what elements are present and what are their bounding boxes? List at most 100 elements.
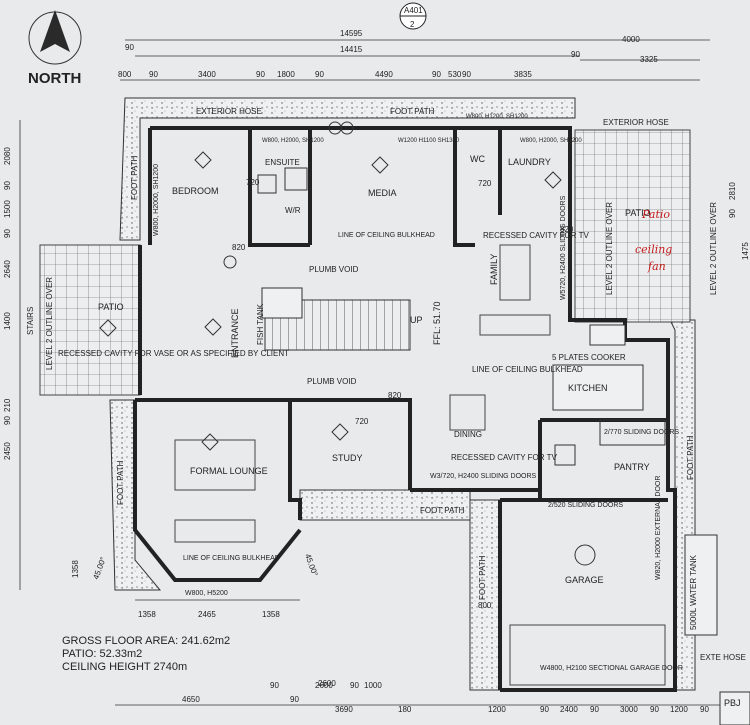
room-water-tank: 5000L WATER TANK	[689, 554, 698, 630]
foot-path-bottom	[299, 489, 471, 521]
dim-90g: 90	[125, 43, 134, 52]
dim-800-b: 800	[478, 601, 492, 610]
patio-marker-icon	[99, 319, 117, 337]
room-laundry: LAUNDRY	[508, 157, 551, 167]
note-plumb-void-1: PLUMB VOID	[309, 265, 359, 274]
room-study: STUDY	[332, 453, 363, 463]
dim-1358-b1: 1358	[138, 610, 156, 619]
dim-1200-b: 1200	[670, 705, 688, 714]
dim-1400: 1400	[3, 312, 12, 330]
garage-marker-icon	[574, 544, 596, 566]
handwritten-fan: fan	[647, 260, 666, 273]
north-label: NORTH	[28, 70, 81, 87]
lounge-sofa-icon	[174, 439, 256, 491]
note-recessed-tv-1: RECESSED CAVITY FOR TV	[483, 231, 589, 240]
note-bulkhead-media: LINE OF CEILING BULKHEAD	[338, 232, 435, 239]
dim-3835: 3835	[514, 70, 532, 79]
laundry-marker-icon	[544, 171, 562, 189]
summary-patio: PATIO: 52.33m2	[62, 648, 142, 660]
note-bulkhead-kitchen: LINE OF CEILING BULKHEAD	[472, 365, 583, 374]
dim-90-b4: 90	[540, 705, 549, 714]
dim-90-b1: 90	[270, 681, 279, 690]
bed-marker-icon	[194, 151, 212, 169]
cooker-icon	[589, 324, 626, 346]
fish-tank-icon	[261, 287, 303, 319]
room-family: FAMILY	[489, 254, 499, 285]
dim-1475: 1475	[741, 242, 750, 260]
room-ensuite: ENSUITE	[265, 158, 300, 167]
note-win-media: W1200 H1100 SH1300	[398, 138, 460, 144]
dim-1358-l: 1358	[71, 560, 80, 578]
dim-90a: 90	[149, 70, 158, 79]
dim-90-b5: 90	[590, 705, 599, 714]
section-ref: A401	[404, 6, 423, 15]
dim-2600-b: 2600	[318, 679, 336, 688]
basin-icon-2	[340, 121, 354, 135]
note-garage-door: W4800, H2100 SECTIONAL GARAGE DOOR	[540, 665, 683, 672]
dim-90d: 90	[432, 70, 441, 79]
note-foot-path-bottom: FOOT PATH	[420, 506, 465, 515]
dim-4490: 4490	[375, 70, 393, 79]
dim-2400: 2400	[560, 705, 578, 714]
top-dimensions	[120, 39, 710, 81]
note-cooker: 5 PLATES COOKER	[552, 353, 626, 362]
note-foot-path-right: FOOT PATH	[686, 435, 695, 480]
angle-left: 45.00°	[91, 556, 107, 581]
dim-1000: 1000	[364, 681, 382, 690]
dim-800: 800	[118, 70, 132, 79]
dim-2080: 2080	[3, 147, 12, 165]
section-num: 2	[410, 20, 415, 29]
room-patio-left: PATIO	[98, 302, 124, 312]
dim-14595: 14595	[340, 29, 363, 38]
entrance-marker-icon	[204, 318, 222, 336]
room-pantry: PANTRY	[614, 462, 650, 472]
dim-90-r: 90	[728, 209, 737, 218]
note-exterior-hose-br: EXTE HOSE	[700, 653, 746, 662]
family-table-icon	[479, 314, 551, 336]
dim-90e: 90	[462, 70, 471, 79]
fridge-icon	[554, 444, 576, 466]
pantry-shelf	[599, 419, 666, 446]
dim-90-l3: 90	[3, 416, 12, 425]
dim-1800: 1800	[277, 70, 295, 79]
note-exterior-hose-left: EXTERIOR HOSE	[196, 107, 262, 116]
room-dining: DINING	[454, 430, 482, 439]
dim-90-l2: 90	[3, 229, 12, 238]
dim-3000: 3000	[620, 705, 638, 714]
room-wr: W/R	[285, 206, 301, 215]
dim-3325: 3325	[640, 55, 658, 64]
dim-90-b6: 90	[650, 705, 659, 714]
note-sliding-doors-4: W5720, H2400 SLIDING DOORS	[560, 195, 567, 300]
fig-720-c: 720	[478, 179, 492, 188]
handwritten-patio: Patio	[641, 208, 670, 221]
dim-90-l1: 90	[3, 181, 12, 190]
dim-1200-a: 1200	[488, 705, 506, 714]
note-ffl: FFL: 51.70	[432, 301, 442, 345]
fig-820-b: 820	[560, 225, 574, 234]
note-sliding-doors-1: W3/720, H2400 SLIDING DOORS	[430, 473, 537, 480]
note-win-bed: W800, H2000, SH1200	[153, 164, 160, 236]
fig-820-c: 820	[388, 391, 402, 400]
note-win-ensuite: W800, H2000, SH1200	[262, 138, 324, 144]
dim-2465: 2465	[198, 610, 216, 619]
foot-path-band	[119, 97, 576, 241]
dim-4000: 4000	[622, 35, 640, 44]
note-exterior-hose-right: EXTERIOR HOSE	[603, 118, 669, 127]
kitchen-island	[552, 364, 644, 411]
label-stairs: STAIRS	[26, 307, 35, 335]
note-foot-path-lounge: FOOT PATH	[116, 460, 125, 505]
water-tank-icon	[684, 534, 718, 636]
note-recessed-vase: RECESSED CAVITY FOR VASE OR AS SPECIFIED…	[58, 349, 289, 358]
note-sliding-doors-3: 2/520 SLIDING DOORS	[548, 502, 623, 509]
lounge-table-icon	[174, 519, 256, 543]
north-arrow-icon	[28, 10, 82, 65]
dim-1500: 1500	[3, 200, 12, 218]
bottom-dimensions	[115, 599, 720, 706]
dim-2450: 2450	[3, 442, 12, 460]
handwritten-ceiling: ceiling	[635, 243, 672, 256]
note-foot-path-garage: FOOT PATH	[478, 555, 487, 600]
label-up: UP	[410, 315, 423, 325]
summary-ceiling-height: CEILING HEIGHT 2740m	[62, 661, 187, 673]
dim-90c: 90	[315, 70, 324, 79]
